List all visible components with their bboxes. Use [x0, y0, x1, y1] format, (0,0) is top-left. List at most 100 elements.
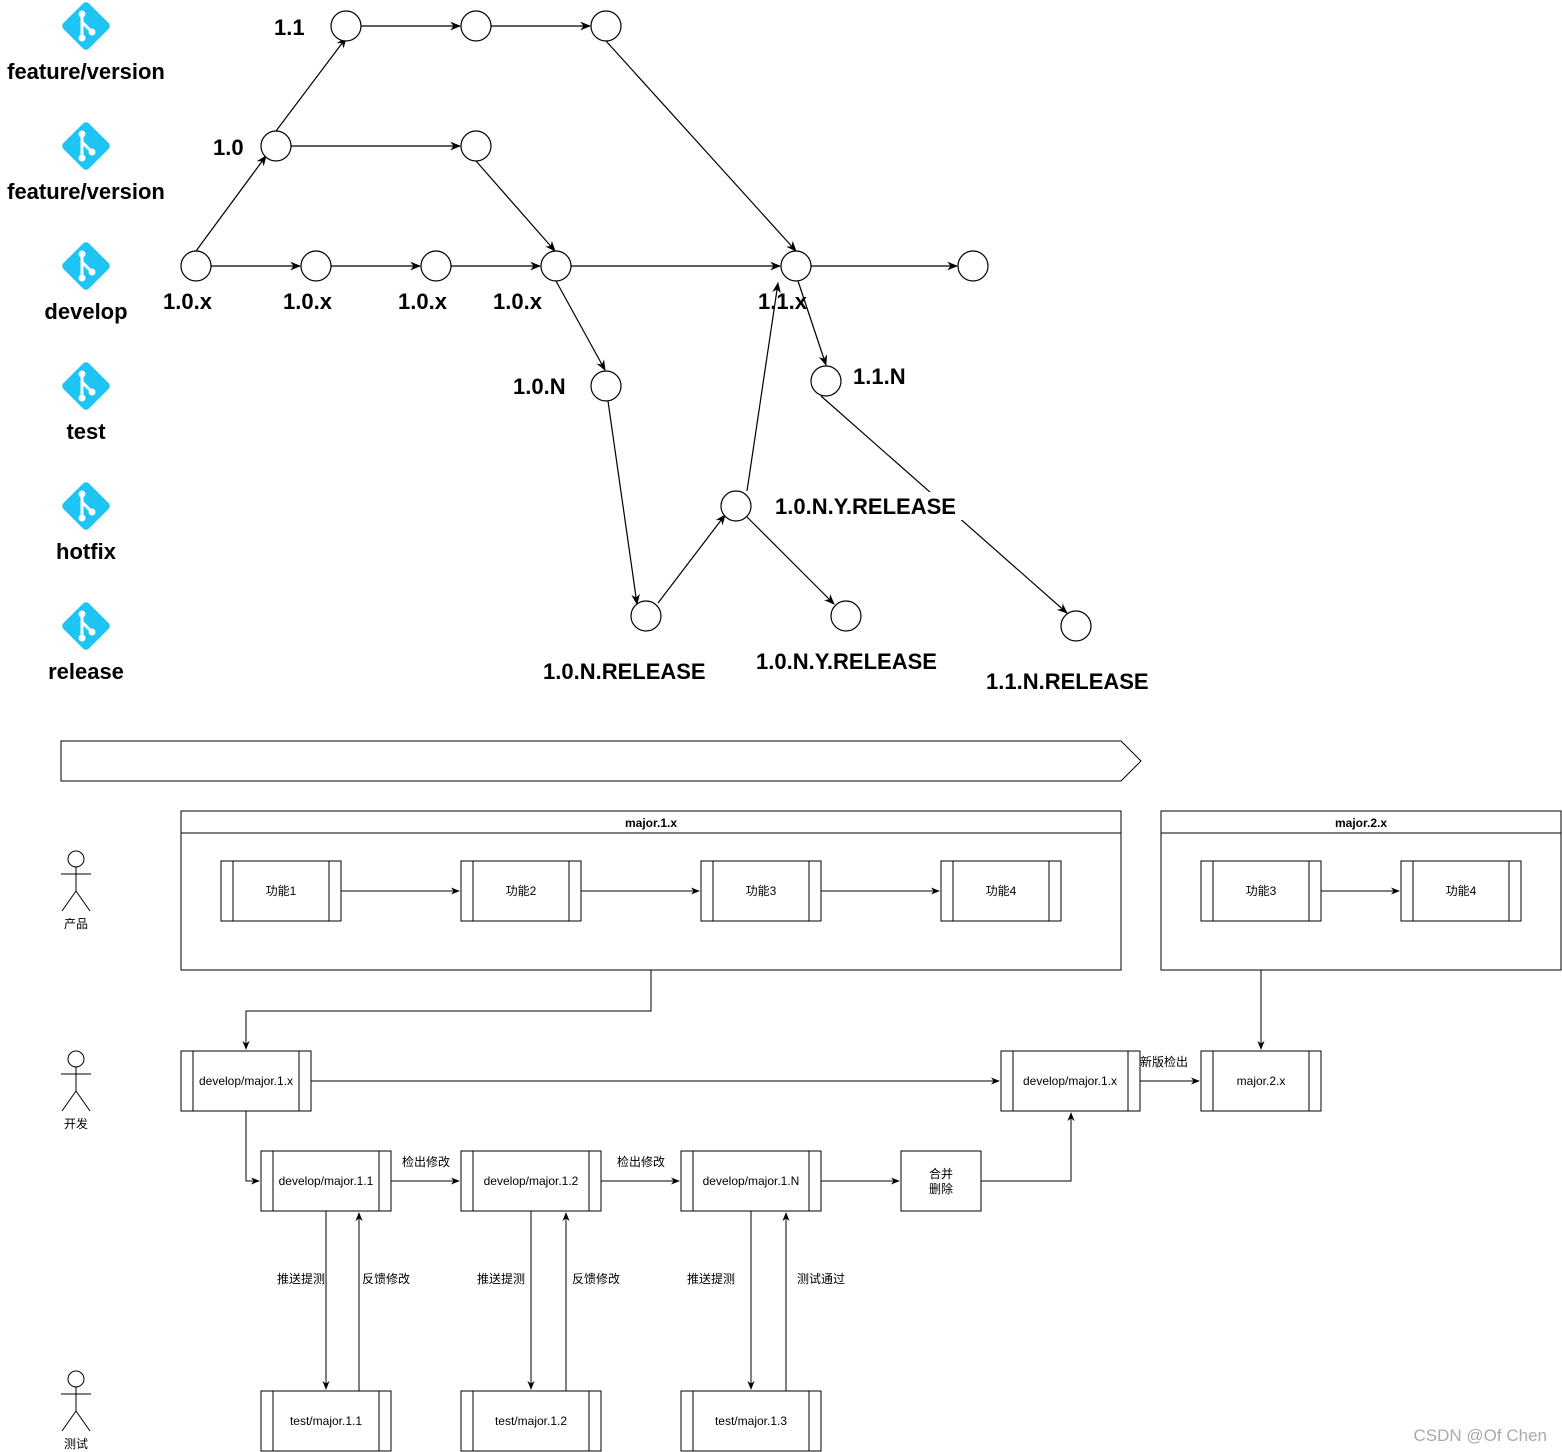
version-label: 1.1.x: [758, 289, 808, 314]
edge-label: 反馈修改: [572, 1271, 620, 1286]
git-branch-icon: [59, 359, 113, 413]
process-box: [260, 1390, 392, 1452]
git-branch-icon: [59, 119, 113, 173]
branch-label: feature/version: [7, 179, 165, 204]
edge-label: 新版检出: [1140, 1054, 1188, 1069]
process-label: test/major.1.2: [495, 1414, 567, 1428]
branch-label: feature/version: [7, 59, 165, 84]
edge-label: 检出修改: [617, 1154, 665, 1169]
version-label: 1.0.x: [283, 289, 333, 314]
git-branch-icon: [59, 599, 113, 653]
feature-box: [700, 860, 822, 922]
feature-label: 功能3: [746, 884, 777, 898]
git-graph-nodes: [180, 10, 1092, 642]
process-label: develop/major.1.1: [279, 1174, 374, 1188]
feature-label: 功能1: [266, 884, 297, 898]
version-label: 1.0.N: [513, 374, 566, 399]
branch-legend: feature/version feature/version develop …: [7, 0, 165, 684]
actor-icon: [67, 1370, 85, 1388]
feature-label: 功能3: [1246, 884, 1277, 898]
actor-icon: [67, 850, 85, 868]
edge-label: 推送提测: [687, 1271, 735, 1286]
commit-node: [460, 10, 492, 42]
process-label: develop/major.1.2: [484, 1174, 579, 1188]
version-label: 1.0.N.RELEASE: [543, 659, 706, 684]
process-label: develop/major.1.x: [1023, 1074, 1117, 1088]
pool-title: major.2.x: [1335, 816, 1387, 830]
process-box: [680, 1390, 822, 1452]
actor-product: [61, 850, 91, 912]
feature-box: [460, 860, 582, 922]
feature-box: [940, 860, 1062, 922]
actor-label: 开发: [64, 1116, 88, 1131]
watermark: CSDN @Of Chen: [1414, 1426, 1547, 1445]
feature-label: 功能2: [506, 884, 537, 898]
version-label: 1.0: [213, 135, 244, 160]
git-graph-edges: [195, 21, 1068, 614]
edge: [607, 400, 640, 606]
edge: [195, 155, 267, 252]
edge: [657, 514, 726, 604]
version-label: 1.0.x: [493, 289, 543, 314]
feature-label: 功能4: [1446, 884, 1477, 898]
flow-arrows: [242, 887, 1400, 1391]
commit-node: [590, 10, 622, 42]
branch-label: test: [66, 419, 106, 444]
process-label: develop/major.1.N: [703, 1174, 800, 1188]
merge-label: 合并: [929, 1166, 953, 1181]
commit-node: [260, 130, 292, 162]
feature-label: 功能4: [986, 884, 1017, 898]
label-background: [772, 492, 975, 520]
version-label: 1.1: [274, 15, 305, 40]
version-label: 1.0.N.Y.RELEASE: [756, 649, 937, 674]
process-box: [460, 1390, 602, 1452]
version-label: 1.0.N.Y.RELEASE: [775, 494, 956, 519]
feature-boxes: [220, 860, 1522, 922]
process-label: test/major.1.3: [715, 1414, 787, 1428]
commit-node: [630, 600, 662, 632]
version-label: 1.0.x: [163, 289, 213, 314]
edge: [797, 280, 828, 367]
edge: [475, 160, 556, 252]
commit-node: [1060, 610, 1092, 642]
edge: [555, 280, 606, 371]
actor-label: 产品: [64, 917, 88, 931]
commit-node: [780, 250, 812, 282]
version-label: 1.1.N.RELEASE: [986, 669, 1149, 694]
commit-node: [180, 250, 212, 282]
process-label: develop/major.1.x: [199, 1074, 293, 1088]
commit-node: [420, 250, 452, 282]
process-label: test/major.1.1: [290, 1414, 362, 1428]
process-box: [260, 1150, 392, 1212]
git-branch-icon: [59, 0, 113, 53]
commit-node: [460, 130, 492, 162]
commit-node: [830, 600, 862, 632]
feature-box: [1200, 860, 1322, 922]
git-branch-icon: [59, 479, 113, 533]
edge: [746, 516, 835, 605]
process-box: [1200, 1050, 1322, 1112]
edge-label: 测试通过: [797, 1271, 845, 1286]
process-box: [1000, 1050, 1141, 1112]
branch-label: release: [48, 659, 124, 684]
merge-box: [900, 1150, 982, 1212]
process-label: major.2.x: [1237, 1074, 1286, 1088]
edge: [746, 281, 781, 492]
edge: [275, 37, 347, 132]
process-box: [680, 1150, 822, 1212]
edge-label: 反馈修改: [362, 1271, 410, 1286]
actor-dev: [61, 1050, 91, 1112]
commit-node: [590, 370, 622, 402]
commit-node: [810, 365, 842, 397]
branch-label: develop: [44, 299, 127, 324]
edge-label: 推送提测: [277, 1271, 325, 1286]
commit-node: [330, 10, 362, 42]
timeline-arrow: [60, 740, 1142, 782]
actor-test: [61, 1370, 91, 1432]
commit-node: [300, 250, 332, 282]
version-label: 1.1.N: [853, 364, 906, 389]
edge-label: 检出修改: [402, 1154, 450, 1169]
edge: [605, 40, 797, 252]
pool-title: major.1.x: [625, 816, 677, 830]
